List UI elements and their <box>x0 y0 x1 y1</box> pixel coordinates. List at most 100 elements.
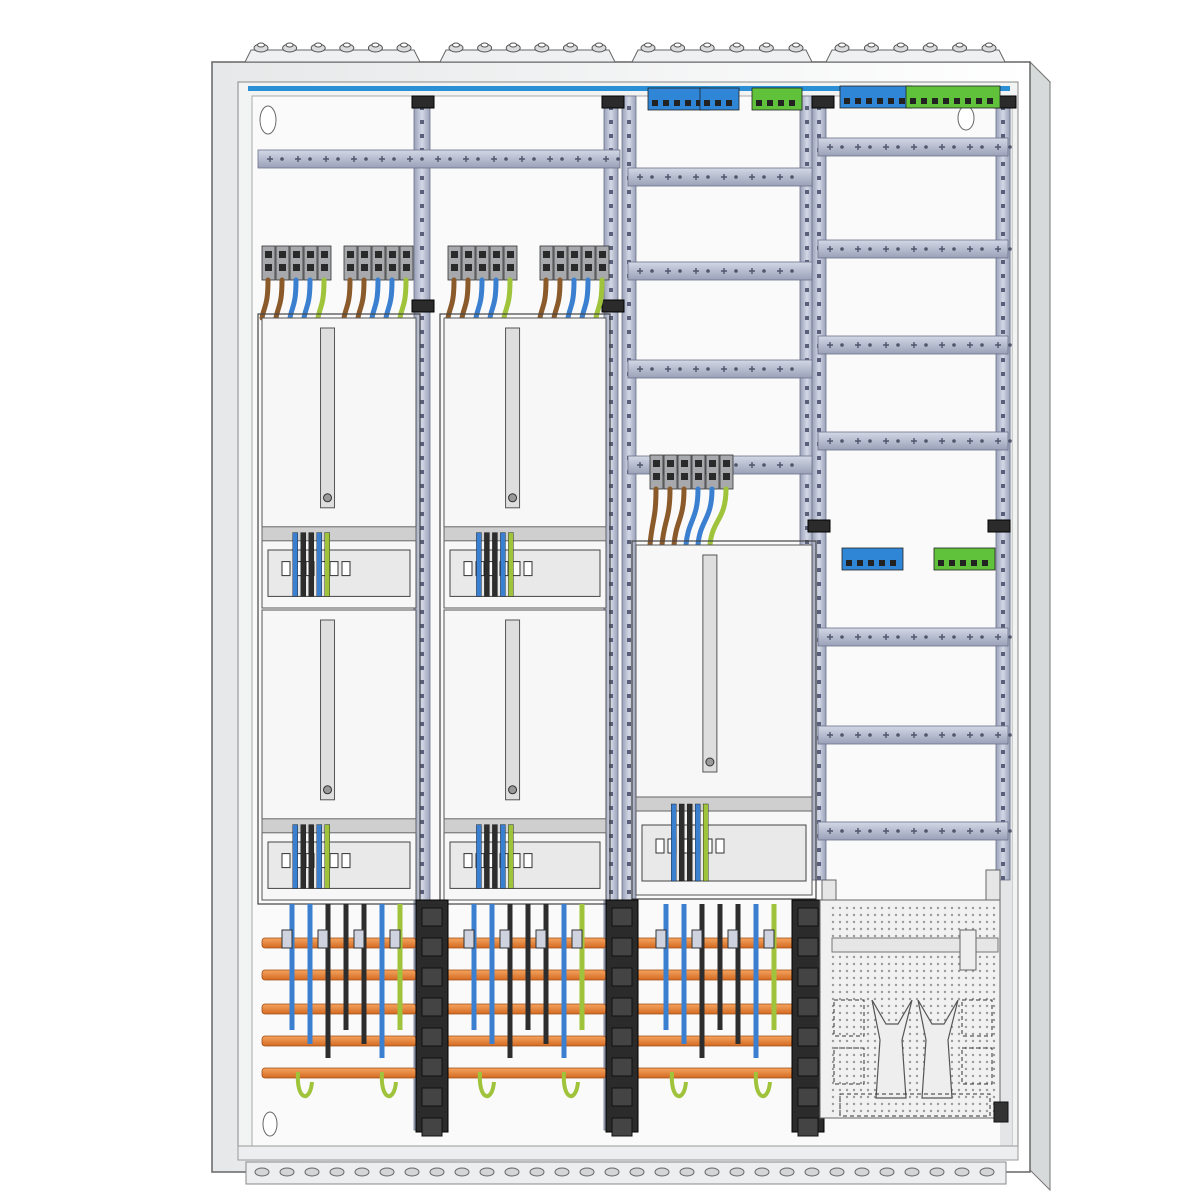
profile-hole <box>627 736 631 740</box>
perforation-hole <box>985 1088 989 1092</box>
profile-hole <box>817 456 821 460</box>
perforation-hole <box>908 962 912 966</box>
cable-gland-nozzle <box>985 42 993 48</box>
meter-panels <box>257 313 817 905</box>
perforation-hole <box>859 1081 863 1085</box>
profile-hole <box>1001 806 1005 810</box>
perforation-hole <box>859 990 863 994</box>
profile-hole <box>817 316 821 320</box>
perforation-hole <box>957 976 961 980</box>
perforation-hole <box>866 927 870 931</box>
profile-hole <box>627 386 631 390</box>
profile-hole <box>1001 666 1005 670</box>
perforation-hole <box>950 1032 954 1036</box>
profile-hole <box>817 288 821 292</box>
din-rail <box>627 359 813 379</box>
perforation-hole <box>880 906 884 910</box>
rail-hole <box>924 733 928 737</box>
rail-hole <box>706 269 710 273</box>
perforation-hole <box>859 1004 863 1008</box>
rail-cross-slot <box>939 828 945 834</box>
profile-hole <box>1001 624 1005 628</box>
perforation-hole <box>957 1011 961 1015</box>
perforation-hole <box>873 1081 877 1085</box>
profile-hole <box>609 876 613 880</box>
profile-hole <box>609 568 613 572</box>
perforation-hole <box>852 1018 856 1022</box>
perforation-hole <box>985 906 989 910</box>
terminal-screw <box>347 251 354 258</box>
profile-hole <box>420 722 424 726</box>
terminal-screw <box>375 251 382 258</box>
perforation-hole <box>859 983 863 987</box>
perforation-hole <box>838 983 842 987</box>
rail-cross-slot <box>665 268 671 274</box>
rail-cross-slot <box>855 828 861 834</box>
perforation-hole <box>971 1109 975 1113</box>
profile-hole <box>817 386 821 390</box>
busbar-clip <box>499 929 511 949</box>
perforation-hole <box>985 1053 989 1057</box>
profile-hole <box>1001 512 1005 516</box>
meter-cable <box>508 824 514 889</box>
profile-hole <box>609 218 613 222</box>
profile-hole <box>1001 540 1005 544</box>
rail-hole <box>868 247 872 251</box>
rail-hole <box>924 247 928 251</box>
profile-hole <box>1001 694 1005 698</box>
perforation-hole <box>964 1053 968 1057</box>
meter-panel <box>261 609 417 901</box>
perforation-hole <box>887 906 891 910</box>
perforation-hole <box>880 913 884 917</box>
terminal-screw <box>971 560 977 566</box>
cable-gland-nozzle <box>452 42 460 48</box>
rail-hole <box>734 463 738 467</box>
profile-hole <box>420 582 424 586</box>
profile-hole <box>609 806 613 810</box>
perforation-hole <box>866 913 870 917</box>
perforation-hole <box>922 1039 926 1043</box>
perforation-hole <box>985 934 989 938</box>
profile-hole <box>609 246 613 250</box>
profile-hole <box>805 414 809 418</box>
perforation-hole <box>978 983 982 987</box>
perforation-hole <box>894 920 898 924</box>
perforation-hole <box>922 1004 926 1008</box>
perforation-hole <box>971 983 975 987</box>
rail-hole <box>896 439 900 443</box>
terminal-screw <box>599 251 606 258</box>
perforation-hole <box>845 1102 849 1106</box>
meter-slot-knob <box>323 493 333 503</box>
perforation-hole <box>943 983 947 987</box>
top-cable-glands <box>244 42 1006 63</box>
profile-hole <box>1001 330 1005 334</box>
perforation-hole <box>845 990 849 994</box>
profile-hole <box>805 512 809 516</box>
perforation-hole <box>838 1046 842 1050</box>
perforation-hole <box>943 913 947 917</box>
terminal-screw <box>465 264 472 271</box>
meter-cable <box>324 532 330 597</box>
perforation-hole <box>978 913 982 917</box>
cable-gland-group-top <box>244 42 421 63</box>
busbar-clip <box>571 929 583 949</box>
perforation-hole <box>908 1074 912 1078</box>
profile-hole <box>420 778 424 782</box>
cable-gland-nozzle <box>371 42 380 48</box>
perforation-hole <box>957 1004 961 1008</box>
profile-hole <box>627 554 631 558</box>
wire <box>565 277 577 321</box>
perforation-hole <box>915 990 919 994</box>
terminal-screw <box>321 251 328 258</box>
perforation-hole <box>901 927 905 931</box>
perforation-hole <box>831 990 835 994</box>
profile-hole <box>609 708 613 712</box>
perforation-hole <box>992 997 996 1001</box>
rail-hole <box>650 367 654 371</box>
perforation-hole <box>859 920 863 924</box>
perforation-hole <box>936 920 940 924</box>
perforation-hole <box>922 1102 926 1106</box>
busbar <box>635 1035 813 1047</box>
cable-gland-nozzle <box>732 42 741 48</box>
